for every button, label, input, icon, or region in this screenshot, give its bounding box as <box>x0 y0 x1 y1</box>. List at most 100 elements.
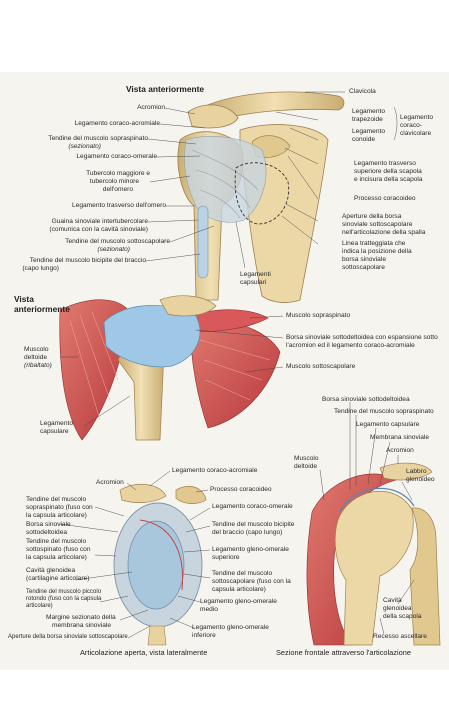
label-dashed-line-1: Linea tratteggiata che <box>342 240 406 247</box>
panel2-title-1: Vista <box>14 294 34 304</box>
label-dashed-line-3: borsa sinoviale <box>342 256 386 263</box>
synovial-membrane-line <box>339 487 415 513</box>
biceps-sheath <box>197 205 209 279</box>
acromion-bone-2 <box>159 295 217 317</box>
label-trapezoid-1: Legamento <box>352 108 385 115</box>
panel1-shoulder-anterior <box>177 91 345 303</box>
label-supraspinatus-tendon: Tendine del muscolo sopraspinato <box>48 135 148 142</box>
acromion-bone-3 <box>119 483 167 503</box>
label-deltoid-1: Muscolo <box>24 346 49 353</box>
label-supraspinatus-muscle: Muscolo sopraspinato <box>286 312 351 319</box>
label-p3-teres-minor-1: Tendine del muscolo piccolo <box>26 589 102 595</box>
label-p3-bursa-openings: Aperture della borsa sinoviale sottoscap… <box>8 634 128 640</box>
panel4-caption: Sezione frontale attraverso l'articolazi… <box>276 648 411 657</box>
label-p3-glenoid-2: (cartilagine articolare) <box>26 575 90 582</box>
synovial-margin <box>139 519 184 591</box>
label-conoid-1: Legamento <box>352 128 385 135</box>
label-p3-infraspinatus-3: la capsula articolare) <box>26 554 87 561</box>
deltoid-muscle-section <box>306 473 397 646</box>
label-coraco-humeral-ligament: Legamento coraco-omerale <box>76 153 157 160</box>
label-sup-transverse-2: superiore della scapola <box>354 168 422 175</box>
label-p4-capsular: Legamento capsulare <box>356 421 420 428</box>
label-coraco-acromial-ligament: Legamento coraco-acromiale <box>74 120 160 127</box>
label-p3-infraspinatus-1: Tendine del muscolo <box>26 538 87 545</box>
label-biceps-tendon-1: Tendine del muscolo bicipite del braccio <box>29 257 146 264</box>
label-p3-glenoid-1: Cavità glenoidea <box>26 567 76 574</box>
label-subscapularis-tendon: Tendine del muscolo sottoscapolare <box>65 238 170 245</box>
label-p3-bursa-2: sottodeltoidea <box>26 529 68 536</box>
label-p3-biceps-1: Tendine del muscolo bicipite <box>212 521 295 528</box>
scapula-section <box>409 507 441 646</box>
panel2-subdeltoid-bursa <box>59 295 281 441</box>
humeral-head-section <box>334 490 414 646</box>
panel1-title: Vista anteriormente <box>126 84 205 94</box>
label-p4-acromion: Acromion <box>386 447 414 454</box>
label-p4-synovial-membrane: Membrana sinoviale <box>370 434 430 441</box>
label-coracoclavicular-2: coraco- <box>400 122 422 129</box>
label-p3-margin-2: membrana sinoviale <box>52 622 112 629</box>
label-p3-supraspinatus-1: Tendine del muscolo <box>26 496 87 503</box>
label-synovial-sheath-1: Guaina sinoviale intertubercolare <box>51 218 148 225</box>
label-p3-biceps-2: del braccio (capo lungo) <box>212 529 283 536</box>
label-p4-supraspinatus: Tendine del muscolo sopraspinato <box>334 408 434 415</box>
label-capsular-ligament-2: capsulare <box>40 428 69 435</box>
panel3-caption: Articolazione aperta, vista lateralmente <box>80 648 208 657</box>
label-p3-subscapularis-2: sottoscapolare (fuso con la <box>212 578 291 585</box>
label-coracoclavicular-1: Legamento <box>400 114 433 121</box>
label-p3-mid-glenohumeral-1: Legamento gleno-omerale <box>200 598 277 605</box>
label-p3-inf-glenohumeral-2: inferiore <box>192 632 216 639</box>
label-p3-sup-glenohumeral-2: superiore <box>212 554 240 561</box>
panel4-frontal-section <box>306 462 441 646</box>
label-bursa-openings-2: sinoviale sottoscapolare <box>342 221 413 228</box>
label-p3-margin-1: Margine sezionato della <box>46 614 116 621</box>
label-capsular-ligaments-1: Legamenti <box>240 271 271 278</box>
panel2-title-2: anteriormente <box>14 304 70 314</box>
label-subdeltoid-bursa-1: Borsa sinoviale sottodeltoidea con espan… <box>286 334 438 341</box>
scapula-neck-3 <box>147 625 167 646</box>
label-p3-coraco-acromial: Legamento coraco-acromiale <box>172 467 258 474</box>
label-p3-subscapularis-3: capsula articolare) <box>212 586 266 593</box>
label-p3-coraco-humeral: Legamento coraco-omerale <box>212 503 293 510</box>
label-sup-transverse-3: e incisura della scapola <box>354 176 423 183</box>
label-tubercles-1: Tubercolo maggiore e <box>86 170 150 177</box>
label-p3-inf-glenohumeral-1: Legamento gleno-omerale <box>192 624 269 631</box>
label-subscapularis-muscle: Muscolo sottoscapolare <box>286 363 356 370</box>
label-deltoid-2: deltoide <box>24 354 48 361</box>
label-bursa-openings-1: Aperture della borsa <box>342 213 402 220</box>
label-p4-bursa: Borsa sinoviale sottodeltoidea <box>322 396 410 403</box>
label-clavicle: Clavicola <box>349 88 376 95</box>
label-acromion: Acromion <box>137 104 165 111</box>
label-biceps-tendon-2: (capo lungo) <box>22 265 59 272</box>
label-capsular-ligaments-2: capsulari <box>240 279 267 286</box>
label-sectioned-2: (sezionato) <box>97 246 130 253</box>
label-p3-infraspinatus-2: sottospinato (fuso con <box>26 546 91 553</box>
label-sectioned: (sezionato) <box>68 143 101 150</box>
label-deltoid-3: (ribaltato) <box>24 362 52 369</box>
label-p4-glenoid-1: Cavità <box>383 597 402 604</box>
label-transverse-humeral-ligament: Legamento trasverso dell'omero <box>72 202 166 209</box>
label-p3-bursa-1: Borsa sinoviale <box>26 521 71 528</box>
label-p3-sup-glenohumeral-1: Legamento gleno-omerale <box>212 546 289 553</box>
label-p3-supraspinatus-3: la capsula articolare) <box>26 512 87 519</box>
clavicle-bone <box>204 91 345 123</box>
label-capsular-ligament-1: Legamento <box>40 420 73 427</box>
acromion-section <box>379 462 433 481</box>
label-tubercles-3: dell'omero <box>102 186 133 193</box>
label-p4-axillary-recess: Recesso ascellare <box>373 633 427 640</box>
label-p3-teres-minor-2: rotondo (fuso con la capsula <box>26 596 102 602</box>
label-p3-teres-minor-3: articolare) <box>26 603 53 609</box>
label-p4-labrum-2: glenoideo <box>406 476 435 483</box>
label-p3-mid-glenohumeral-2: medio <box>200 606 218 613</box>
bursa-dashed-outline <box>234 162 290 225</box>
subscapularis-muscle <box>189 319 281 429</box>
label-trapezoid-2: trapezoide <box>352 116 383 123</box>
label-bursa-openings-3: nell'articolazione della spalla <box>342 229 426 236</box>
label-dashed-line-4: sottoscapolare <box>342 264 385 271</box>
acromion-bone <box>187 104 239 129</box>
label-p3-subscapularis-1: Tendine del muscolo <box>212 570 273 577</box>
glenoid-cavity <box>127 520 185 610</box>
label-tubercles-2: tubercolo minore <box>89 178 139 185</box>
label-coracoid-process: Processo coracoideo <box>354 195 416 202</box>
label-p4-glenoid-3: della scapola <box>383 613 422 620</box>
